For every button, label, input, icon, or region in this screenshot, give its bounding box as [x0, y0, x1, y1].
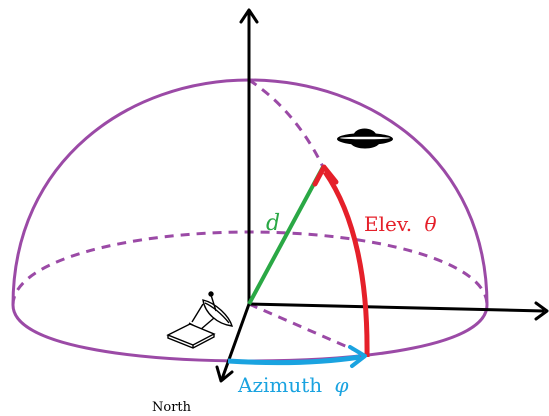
azimuth-label-symbol: φ [335, 373, 349, 397]
distance-label: d [266, 211, 280, 236]
east-axis [248, 302, 545, 313]
north-axis [220, 303, 251, 380]
east-axis-arrowhead [534, 301, 549, 321]
elevation-arrowhead [312, 164, 339, 187]
elevation-label-text: Elev. [364, 212, 412, 236]
azimuth-label: Azimuth φ [237, 373, 349, 397]
equator-front [11, 304, 489, 363]
azimuth-arrowhead [348, 345, 367, 368]
ufo-icon [337, 128, 393, 149]
elevation-label: Elev. θ [364, 212, 437, 236]
vertical-axis-arrowhead [239, 8, 259, 24]
elevation-label-symbol: θ [424, 212, 436, 236]
north-axis-arrowhead [215, 365, 234, 383]
radar-dish-icon [166, 291, 233, 349]
meridian-dashed [248, 78, 325, 168]
elevation-arc [322, 170, 370, 358]
azimuth-label-text: Azimuth [237, 373, 322, 397]
azimuth-arc [227, 354, 361, 366]
distance-line [247, 166, 325, 305]
projection-line-dashed [248, 302, 367, 357]
north-label: North [152, 400, 192, 415]
